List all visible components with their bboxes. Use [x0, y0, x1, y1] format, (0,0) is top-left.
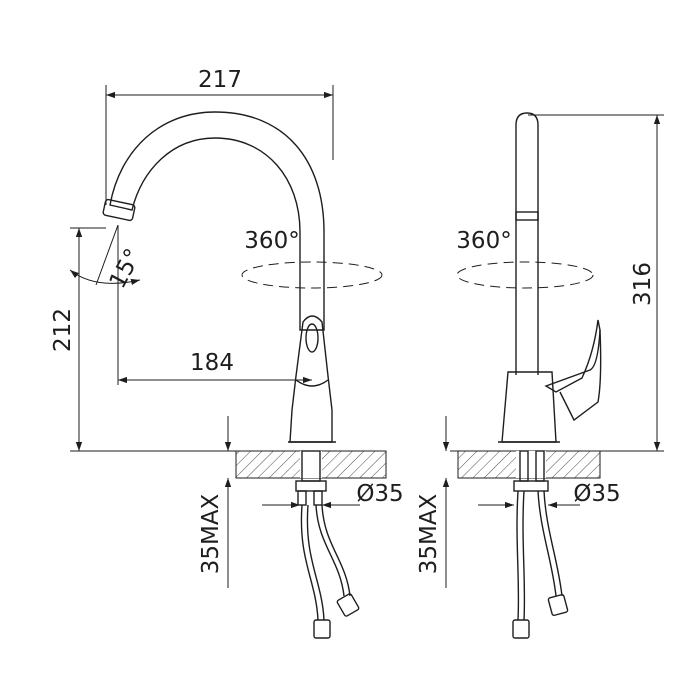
- rotation-label-side: 360°: [456, 228, 511, 254]
- angle-label: 15°: [105, 245, 147, 293]
- faucet-body-side: [501, 371, 557, 443]
- rotation-ellipse-side: [456, 261, 594, 289]
- width-dimension-label: 217: [198, 67, 242, 93]
- faucet-body: [289, 315, 333, 443]
- angle-arc: [69, 269, 141, 286]
- front-view: 217 212 184 15° 360°: [50, 67, 404, 639]
- side-view: 316 360° Ø35 35MAX: [416, 112, 664, 639]
- rotation-ellipse: [241, 261, 383, 289]
- hose-right-side: [537, 490, 563, 597]
- spout-height-dimension-label: 212: [50, 308, 76, 352]
- handle-lever: [544, 319, 601, 393]
- aerator: [102, 198, 136, 222]
- rotation-label: 360°: [244, 228, 299, 254]
- hole-diameter-label: Ø35: [356, 481, 403, 507]
- deck-thickness-label: 35MAX: [198, 493, 224, 574]
- hose-left: [300, 504, 325, 621]
- reach-dimension-label: 184: [190, 350, 234, 376]
- hose-right: [315, 504, 351, 597]
- aerator-side: [515, 211, 539, 221]
- handle-slot: [305, 323, 319, 353]
- height-dimension-label: 316: [630, 262, 656, 306]
- hole-diameter-label-side: Ø35: [573, 481, 620, 507]
- spout-column: [515, 112, 539, 375]
- spout: [109, 111, 325, 331]
- deck-thickness-label-side: 35MAX: [416, 493, 442, 574]
- hose-left-side: [516, 490, 526, 621]
